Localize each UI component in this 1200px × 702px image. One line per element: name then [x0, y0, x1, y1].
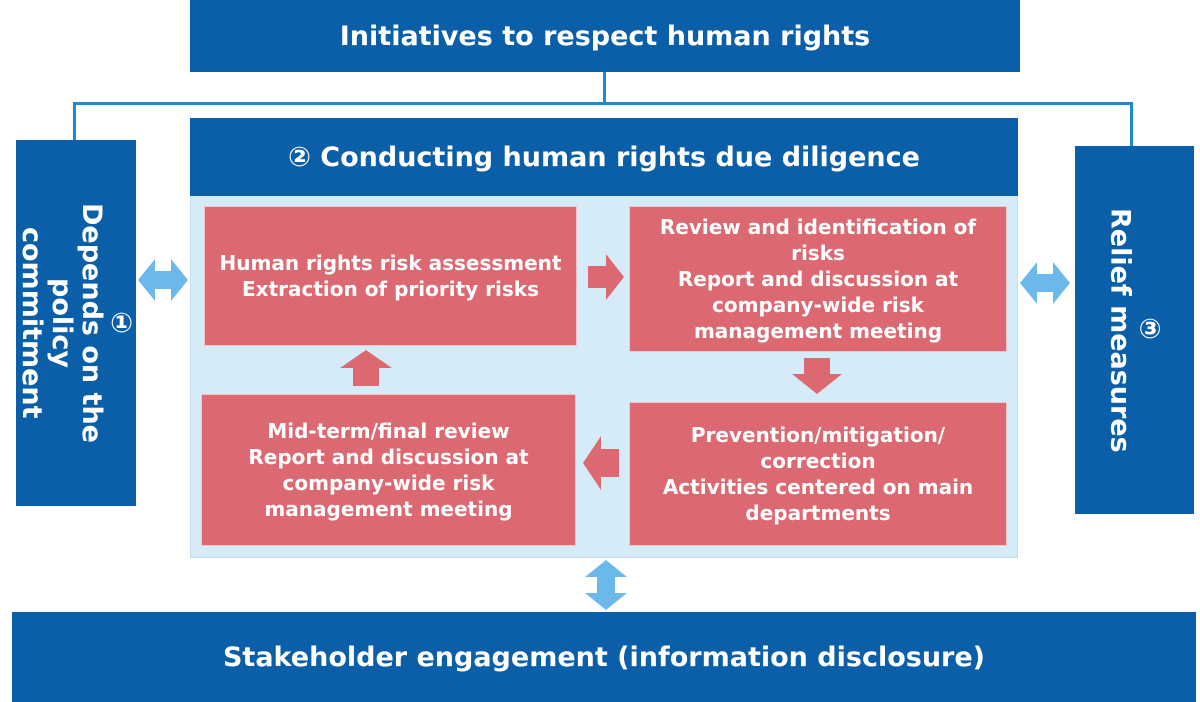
relief-measures-line: Relief measures — [1104, 207, 1136, 453]
relief-measures-text: ③ Relief measures — [1104, 207, 1166, 453]
step-line: company-wide risk — [712, 293, 924, 317]
policy-commitment-box: ① Depends on the policy commitment — [16, 140, 137, 506]
connector-right-drop — [1130, 102, 1133, 146]
policy-commitment-number: ① — [106, 307, 137, 339]
step-line: risks — [791, 241, 845, 265]
step-midterm-review: Mid-term/final review Report and discuss… — [201, 394, 576, 546]
step-line: company-wide risk — [282, 471, 495, 495]
step-line: Review and identification of — [659, 215, 977, 239]
step-line: departments — [745, 501, 891, 525]
step-line: Extraction of priority risks — [242, 277, 539, 301]
policy-commitment-text: ① Depends on the policy commitment — [16, 203, 137, 443]
connector-horizontal — [73, 102, 1133, 105]
policy-commitment-line: Depends on the — [76, 203, 107, 443]
step-risk-assessment: Human rights risk assessment Extraction … — [204, 206, 577, 346]
top-title-box: Initiatives to respect human rights — [190, 0, 1020, 72]
step-line: Human rights risk assessment — [219, 251, 562, 275]
policy-commitment-line: commitment — [16, 227, 47, 419]
double-arrow-right-icon — [1020, 262, 1070, 304]
top-title: Initiatives to respect human rights — [339, 20, 871, 52]
double-arrow-vertical-icon — [585, 560, 627, 610]
due-diligence-title: ② Conducting human rights due diligence — [288, 141, 920, 173]
step-prevention-mitigation: Prevention/mitigation/ correction Activi… — [629, 402, 1007, 546]
step-line: correction — [760, 449, 876, 473]
step-line: Report and discussion at — [248, 445, 529, 469]
step-line: management meeting — [693, 319, 943, 343]
arrow-left-icon — [583, 436, 619, 490]
bottom-title: Stakeholder engagement (information disc… — [222, 641, 986, 673]
connector-top-vertical — [603, 72, 606, 104]
arrow-down-icon — [792, 358, 842, 394]
step-line: Report and discussion at — [677, 267, 959, 291]
step-line: Activities centered on main — [662, 475, 974, 499]
relief-measures-box: ③ Relief measures — [1075, 146, 1194, 514]
step-review-identification: Review and identification of risks Repor… — [629, 206, 1007, 352]
relief-measures-number: ③ — [1134, 314, 1166, 346]
arrow-right-icon — [588, 254, 624, 300]
double-arrow-left-icon — [138, 259, 188, 301]
policy-commitment-line: policy — [46, 278, 77, 368]
step-line: management meeting — [264, 497, 513, 521]
connector-left-drop — [73, 102, 76, 140]
step-line: Prevention/mitigation/ — [690, 423, 946, 447]
arrow-up-icon — [340, 350, 392, 386]
step-line: Mid-term/final review — [267, 419, 510, 443]
due-diligence-header: ② Conducting human rights due diligence — [190, 118, 1018, 196]
bottom-title-box: Stakeholder engagement (information disc… — [12, 612, 1196, 702]
